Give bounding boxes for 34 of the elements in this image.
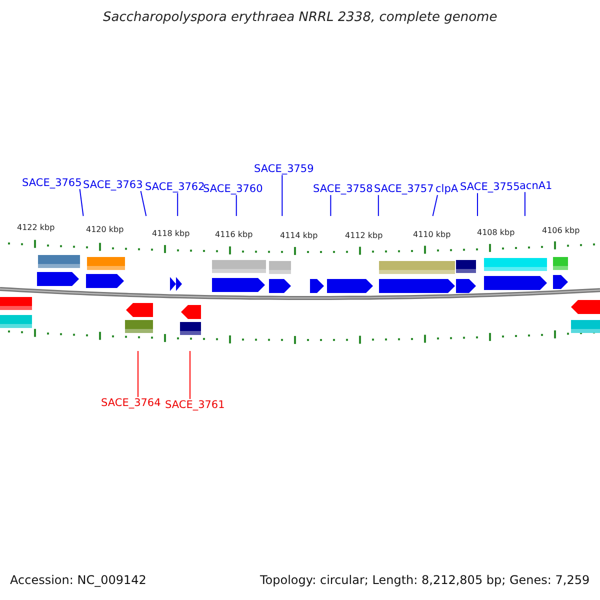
- scale-label: 4116 kbp: [215, 230, 253, 239]
- leader-line: [432, 194, 438, 216]
- leader-line: [177, 192, 178, 216]
- gene-label: SACE_3755: [460, 181, 520, 194]
- scale-label: 4120 kbp: [86, 224, 124, 234]
- gene-label: SACE_3764: [101, 397, 161, 410]
- gene-label: SACE_3765: [22, 177, 82, 190]
- gene-label: SACE_3763: [83, 179, 143, 192]
- leader-line: [79, 188, 84, 216]
- leader-line: [282, 174, 283, 216]
- leader-line: [524, 192, 526, 216]
- leader-line: [477, 192, 478, 216]
- leader-line: [140, 190, 147, 216]
- gene-label: SACE_3757: [374, 183, 434, 196]
- gene-label: SACE_3762: [145, 181, 205, 194]
- scale-label: 4118 kbp: [152, 228, 190, 238]
- diagram-title: Saccharopolyspora erythraea NRRL 2338, complete genome: [103, 10, 498, 26]
- genome-info-text: Topology: circular; Length: 8,212,805 bp; Genes: 7,259: [260, 574, 590, 588]
- scale-label: 4114 kbp: [280, 230, 318, 240]
- gene-label: SACE_3758: [313, 183, 373, 196]
- scale-label: 4122 kbp: [17, 222, 55, 232]
- gene-label: clpA: [436, 183, 458, 196]
- scale-label: 4106 kbp: [542, 226, 580, 235]
- scale-label: 4112 kbp: [345, 230, 383, 240]
- accession-text: Accession: NC_009142: [10, 574, 146, 588]
- leader-line: [378, 194, 379, 216]
- scale-label: 4108 kbp: [477, 228, 515, 237]
- leader-line: [330, 194, 332, 216]
- gene-label: SACE_3761: [165, 399, 225, 412]
- gene-label: SACE_3760: [203, 183, 263, 196]
- gene-label: SACE_3759: [254, 163, 314, 176]
- leader-line: [236, 194, 237, 216]
- scale-label: 4110 kbp: [413, 230, 451, 239]
- gene-label: acnA1: [520, 180, 552, 192]
